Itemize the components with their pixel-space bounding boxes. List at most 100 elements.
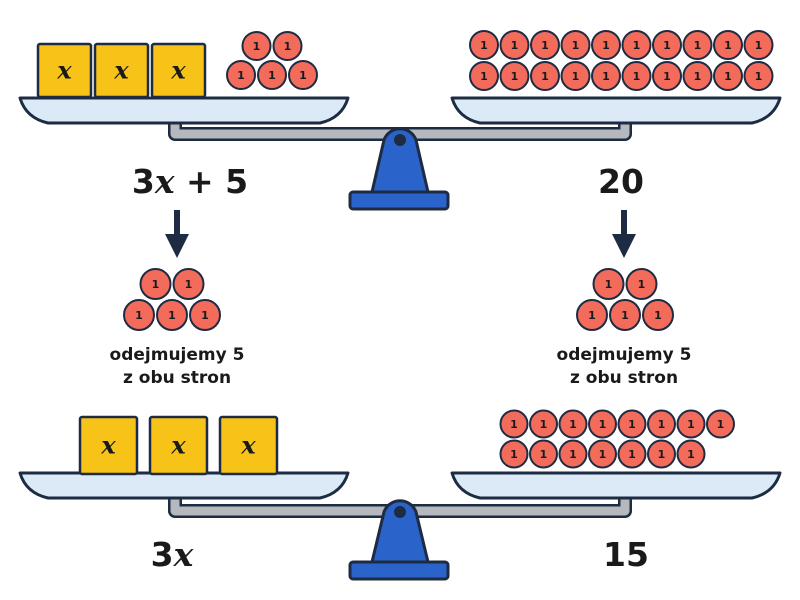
top-right-pan [450,96,782,125]
left-caption-line-1: odejmujemy 5 [110,345,245,365]
coin: 1 [558,439,588,469]
coin: 1 [257,60,287,90]
coin-label: 1 [599,418,607,431]
coin-label: 1 [602,70,610,83]
coin-label: 1 [687,448,695,461]
coin-label: 1 [253,40,261,53]
coin-label: 1 [658,448,666,461]
right-caption-line-2: z obu stron [570,368,678,388]
coin: 1 [156,299,188,331]
top-fulcrum [348,127,450,211]
coin: 1 [652,30,682,60]
coin-label: 1 [540,448,548,461]
coin: 1 [647,439,676,469]
coin: 1 [469,30,499,60]
coin: 1 [529,439,558,469]
bottom-right-expression: 15 [603,535,649,574]
coin-label: 1 [135,309,143,322]
coin: 1 [499,409,529,439]
coin-label: 1 [663,39,671,52]
x-block-label: x [56,56,72,85]
coin-label: 1 [572,70,580,83]
coin: 1 [576,299,608,331]
coin: 1 [172,268,205,300]
coin-label: 1 [511,70,519,83]
coin: 1 [469,61,499,91]
x-block: x [218,415,279,476]
coin: 1 [588,439,617,469]
top-left-expression: 3x + 5 [132,162,248,201]
coin: 1 [609,299,641,331]
coin: 1 [499,439,529,469]
coin-label: 1 [687,418,695,431]
coin: 1 [530,30,560,60]
coin-label: 1 [628,448,636,461]
x-block-label: x [100,431,116,460]
coin-label: 1 [569,448,577,461]
coin-label: 1 [628,418,636,431]
coin: 1 [499,61,530,91]
coin: 1 [530,61,560,91]
top-right-expression: 20 [598,162,644,201]
coin-label: 1 [724,70,732,83]
coin-label: 1 [572,39,580,52]
coin: 1 [560,30,591,60]
coin: 1 [591,30,621,60]
x-block: x [36,42,93,99]
coin: 1 [272,31,303,61]
coin: 1 [617,409,647,439]
bottom-left-expression: 3x [151,535,194,574]
coin: 1 [558,409,588,439]
coin: 1 [652,61,682,91]
coin: 1 [676,409,706,439]
coin: 1 [588,409,617,439]
coin-label: 1 [602,39,610,52]
coin: 1 [642,299,674,331]
coin-label: 1 [621,309,629,322]
coin: 1 [139,268,172,300]
coin-label: 1 [480,39,488,52]
coin: 1 [591,61,621,91]
coin-label: 1 [605,278,613,291]
x-block-label: x [240,431,256,460]
coin: 1 [713,61,743,91]
x-block-label: x [170,431,186,460]
coin-label: 1 [185,278,193,291]
coin: 1 [560,61,591,91]
coin: 1 [682,30,713,60]
coin-label: 1 [268,69,276,82]
coin-label: 1 [237,69,245,82]
coin-label: 1 [633,70,641,83]
top-left-pan [18,96,350,125]
coin-label: 1 [755,70,763,83]
right-caption-line-1: odejmujemy 5 [557,345,692,365]
coin: 1 [621,30,652,60]
coin-label: 1 [724,39,732,52]
coin: 1 [226,60,256,90]
coin-label: 1 [658,418,666,431]
coin-label: 1 [663,70,671,83]
coin: 1 [647,409,676,439]
coin: 1 [288,60,318,90]
coin: 1 [743,61,774,91]
coin: 1 [123,299,155,331]
x-block: x [148,415,209,476]
x-block-label: x [170,56,186,85]
coin: 1 [241,31,272,61]
bottom-fulcrum [348,499,450,581]
coin-label: 1 [510,448,518,461]
coin-label: 1 [694,70,702,83]
coin: 1 [706,409,735,439]
x-block-label: x [113,56,129,85]
coin-label: 1 [541,39,549,52]
bottom-right-pan [450,471,782,500]
coin: 1 [625,268,658,300]
